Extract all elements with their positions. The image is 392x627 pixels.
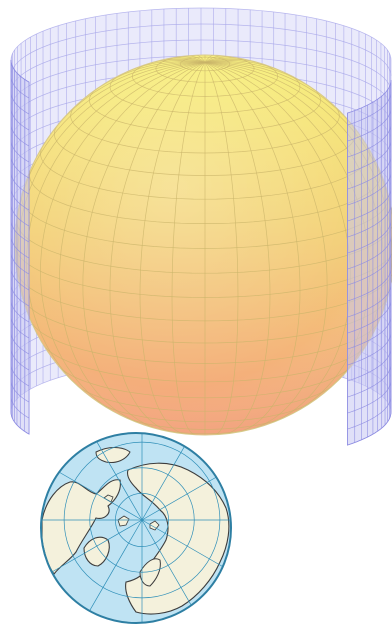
cylinder-front-left-strip-hline [10, 124, 30, 147]
cylinder-front-left-strip-hline [10, 76, 30, 99]
cylinder-front-right-panel-hline [347, 284, 392, 318]
sphere [14, 54, 392, 436]
cylinder-front-left-strip-hline [10, 156, 30, 179]
cylinder-front-right-panel-hline [347, 380, 392, 414]
sphere-parallel [179, 56, 231, 72]
cylinder-front-left-strip-hline [10, 268, 30, 291]
globe-inset [40, 432, 232, 624]
globe-meridian [141, 519, 200, 619]
globe-meridian [84, 519, 143, 619]
cylinder-front-left-strip-hline [10, 348, 30, 371]
cylinder-front-right-panel-hline [347, 172, 392, 206]
greenland-shape [83, 536, 110, 567]
cylinder-front-right-panel-hline [347, 140, 392, 174]
cylinder-front-left-strip-hline [10, 60, 30, 83]
cylinder-front-right-panel-hline [347, 268, 392, 302]
cylinder-front-right-panel-hline [347, 108, 392, 142]
cylinder-front-right-panel [347, 80, 392, 446]
sphere-parallel [70, 104, 340, 154]
cylinder-front-left-strip-hline [10, 364, 30, 387]
cylinder-front-left-strip-hline [10, 412, 30, 435]
cylinder-front-right-panel-hline [347, 300, 392, 334]
cylinder-front-right-panel-hline [347, 412, 392, 446]
cylinder-front-left-strip-hline [10, 316, 30, 339]
cylinder-front-left-strip-hline [10, 396, 30, 419]
cylinder-back-hline [10, 39, 392, 93]
cylinder-front-left-strip-hline [10, 188, 30, 211]
sphere-parallel [109, 73, 301, 114]
sphere-meridian [82, 62, 206, 431]
cylinder-front-left-strip-hline [10, 220, 30, 243]
cylinder-front-left-strip-hline [10, 108, 30, 131]
cylinder-back-hline [10, 7, 392, 61]
sphere-parallel [97, 401, 313, 423]
cylinder-front-right-panel-hline [347, 332, 392, 366]
sphere-parallel [89, 87, 321, 133]
cylinder-front-right-panel-hline [347, 316, 392, 350]
globe-land [41, 433, 231, 623]
cylinder-front-left-strip-hline [10, 252, 30, 275]
globe-meridian [43, 519, 143, 578]
cylinder-front-right-panel-hline [347, 188, 392, 222]
sphere-parallel [155, 55, 255, 83]
cylinder-front-left-strip-hline [10, 284, 30, 307]
cylinder-front-right-panel-hline [347, 156, 392, 190]
cylinder-front-right-panel-hline [347, 364, 392, 398]
sphere-parallel [131, 61, 279, 97]
cylinder-front-left-strip-hline [10, 332, 30, 355]
sphere-shading [15, 55, 392, 435]
cylinder-front-right-panel-hline [347, 236, 392, 270]
cylinder-front-right-panel-hline [347, 92, 392, 126]
cylinder-front-left-strip-hline [10, 92, 30, 115]
globe-rim [40, 432, 232, 624]
cylinder-front-left-strip-hline [10, 140, 30, 163]
cylinder-front-left-strip [10, 60, 30, 435]
sphere-parallel [58, 365, 352, 399]
cylinder-front-right-panel-hline [347, 124, 392, 158]
scandinavia-shape [139, 558, 161, 587]
cylinder-front-left-strip-hline [10, 172, 30, 195]
cylinder-front-left-strip-hline [10, 300, 30, 323]
sphere-meridian [26, 62, 206, 399]
cylinder-front-left-strip-hline [10, 380, 30, 403]
sphere-parallel [76, 385, 334, 412]
cylinder-front-right-panel-hline [347, 204, 392, 238]
cylinder-front-right-panel-hline [347, 348, 392, 382]
arctic-island-1 [117, 515, 130, 527]
sphere-meridian [59, 62, 206, 426]
cylinder-front-left-strip-hline [10, 236, 30, 259]
bering-region-shape [95, 447, 131, 463]
sphere-meridian [204, 62, 328, 431]
cylinder-front-wall [10, 60, 392, 446]
cylinder-front-right-panel-hline [347, 396, 392, 430]
cylinder-front-right-panel-hline [347, 252, 392, 286]
cylinder-front-left-strip-hline [10, 204, 30, 227]
arctic-island-2 [149, 520, 160, 531]
cylinder-front-right-panel-hline [347, 220, 392, 254]
cylinder-back-hline [10, 23, 392, 77]
cylinder-front-right-panel-fill [347, 80, 392, 446]
